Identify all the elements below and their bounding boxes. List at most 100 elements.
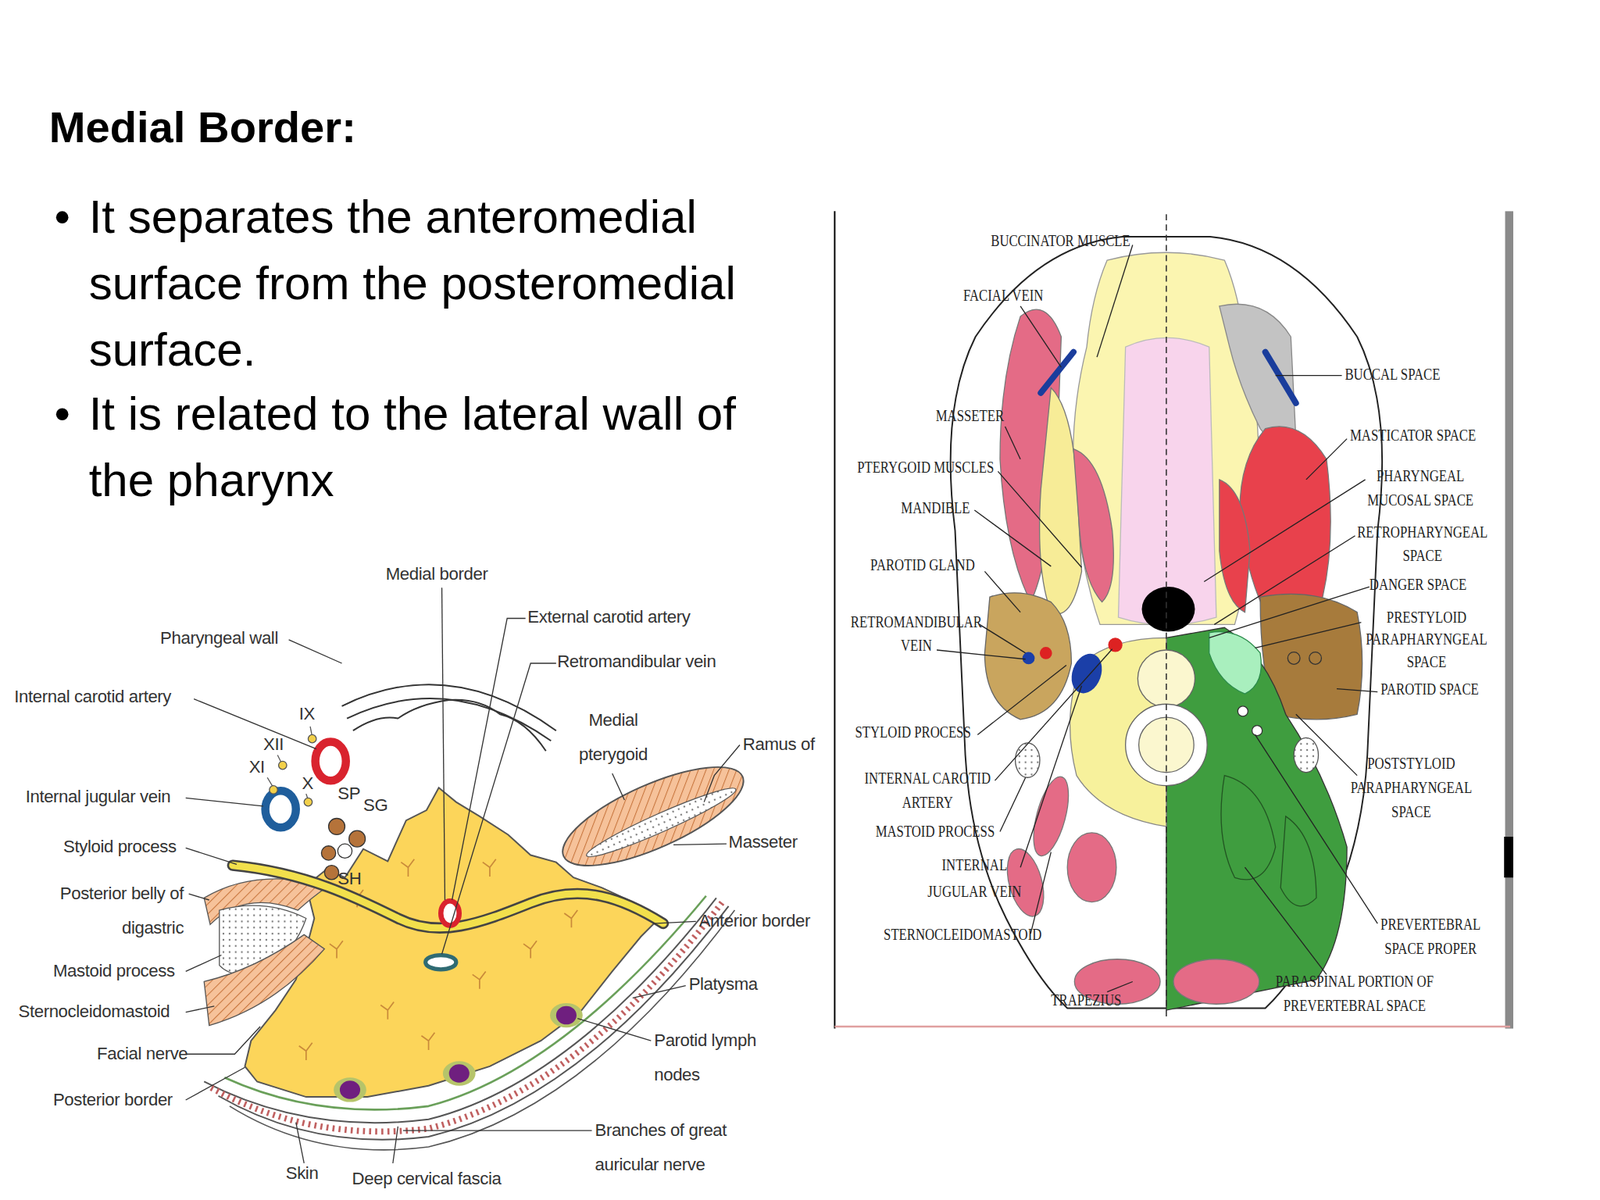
part-label: Masseter	[728, 832, 798, 854]
head-section-part	[1000, 844, 1050, 921]
head-section-part	[1252, 725, 1263, 736]
leader-lines-part	[452, 618, 526, 900]
facial-nerve-part	[232, 865, 664, 929]
head-section-part	[1039, 646, 1053, 660]
head-section-part	[1221, 775, 1276, 880]
leader-lines-part	[673, 843, 727, 845]
right-leader-lines-part	[979, 624, 1026, 654]
lymph-nodes-part	[333, 1077, 367, 1102]
parotid-gland-part	[482, 859, 497, 877]
leader-lines-part	[185, 1067, 246, 1100]
skin-layers-part	[203, 897, 717, 1123]
leader-lines-part	[185, 847, 237, 865]
part-label: SG	[363, 796, 388, 817]
skin-layers-part	[218, 906, 729, 1140]
lymph-nodes	[333, 1003, 583, 1103]
head-section-part	[1142, 586, 1196, 632]
head-section-part	[1039, 387, 1083, 615]
parotid-gland-part	[299, 1042, 313, 1061]
right-leader-lines-part	[1214, 535, 1355, 625]
right-leader-lines-part	[1336, 689, 1378, 693]
right-leader-lines-part	[1255, 734, 1379, 924]
frame-part	[1503, 836, 1514, 878]
part-label: Branches of great auricular nerve	[594, 1113, 774, 1183]
vessels-part	[425, 955, 457, 970]
lymph-nodes-part	[339, 1080, 361, 1100]
right-leader-lines-part	[1275, 375, 1343, 376]
right-leader-lines-part	[1005, 426, 1022, 460]
right-leader-lines-part	[1020, 685, 1082, 868]
space-label: PREVERTEBRAL SPACE PROPER	[1369, 912, 1493, 962]
space-label: MANDIBLE	[900, 497, 970, 518]
parotid-gland-part	[472, 971, 486, 989]
bullet-dots-part	[56, 210, 69, 224]
right-leader-lines	[936, 244, 1378, 992]
right-leader-lines-part	[1096, 244, 1133, 358]
facial-nerve	[232, 865, 664, 929]
right-leader-lines-part	[1306, 439, 1347, 480]
head-section-part	[1022, 652, 1036, 665]
part-label: Retromandibular vein	[557, 652, 716, 673]
part-label: Medial pterygoid	[572, 703, 654, 773]
leader-lines-part	[296, 1122, 304, 1164]
skin-layers-part	[224, 896, 706, 1111]
slide-title: Medial Border:	[49, 100, 357, 152]
leader-lines-part	[653, 921, 697, 924]
head-section-part	[1237, 706, 1248, 717]
part-label: XI	[249, 757, 265, 778]
leader-lines-part	[289, 639, 343, 664]
leader-lines-part	[392, 1126, 399, 1164]
space-label: TRAPEZIUS	[1050, 989, 1122, 1011]
head-section-part	[1026, 773, 1075, 860]
right-leader-lines-part	[1107, 981, 1133, 992]
lymph-nodes-part	[449, 1064, 470, 1083]
space-label: BUCCAL SPACE	[1344, 364, 1440, 385]
head-section-part	[1209, 632, 1262, 694]
part-label: Posterior belly of digastric	[40, 876, 184, 947]
right-leader-lines-part	[936, 650, 1026, 660]
skin-layers-part	[210, 902, 722, 1133]
space-label: FACIAL VEIN	[963, 285, 1043, 307]
head-section-part	[1173, 959, 1260, 1004]
space-label: STERNOCLEIDOMASTOID	[883, 924, 1042, 945]
leader-lines-part	[185, 955, 222, 972]
part-label: External carotid artery	[527, 607, 690, 628]
frame-part	[834, 1025, 1511, 1029]
part-label: Pharyngeal wall	[160, 628, 279, 650]
leader-lines-part	[185, 1026, 261, 1054]
part-label: Styloid process	[63, 836, 177, 858]
leader-lines-part	[577, 1018, 651, 1042]
right-leader-lines-part	[1296, 714, 1358, 775]
skin-layers-part	[229, 910, 736, 1150]
parotid-gland-part	[380, 1002, 394, 1020]
cranial-nerves-part	[278, 760, 287, 769]
leader-lines-part	[703, 744, 740, 802]
head-section-part	[1067, 832, 1117, 903]
vessels-part	[265, 790, 297, 828]
head-section-part	[1015, 742, 1040, 778]
right-leader-lines-part	[994, 649, 1112, 781]
cranial-nerves-part	[303, 797, 312, 806]
space-label: PAROTID SPACE	[1380, 679, 1479, 700]
head-section-part	[1287, 652, 1300, 665]
head-section-part	[1219, 479, 1250, 613]
head-section-part	[1040, 352, 1074, 393]
head-section-part	[1219, 303, 1297, 443]
cranial-nerves-part	[328, 818, 346, 836]
part-label: XII	[263, 734, 284, 755]
part-label: Parotid lymph nodes	[653, 1023, 772, 1093]
leader-lines-part	[442, 663, 557, 954]
leader-lines-part	[442, 587, 446, 900]
right-leader-lines-part	[1000, 777, 1026, 832]
head-section-part	[1239, 426, 1331, 616]
leader-lines-part	[612, 773, 625, 800]
cranial-nerves-part	[269, 785, 278, 794]
head-section-part	[1066, 649, 1108, 698]
cranial-nerves-part	[324, 865, 339, 880]
pterygoid-masseter	[550, 747, 756, 886]
leader-lines-part	[185, 797, 264, 806]
space-label: PRESTYLOID PARAPHARYNGEAL SPACE	[1360, 606, 1492, 674]
head-section-part	[1107, 637, 1122, 652]
